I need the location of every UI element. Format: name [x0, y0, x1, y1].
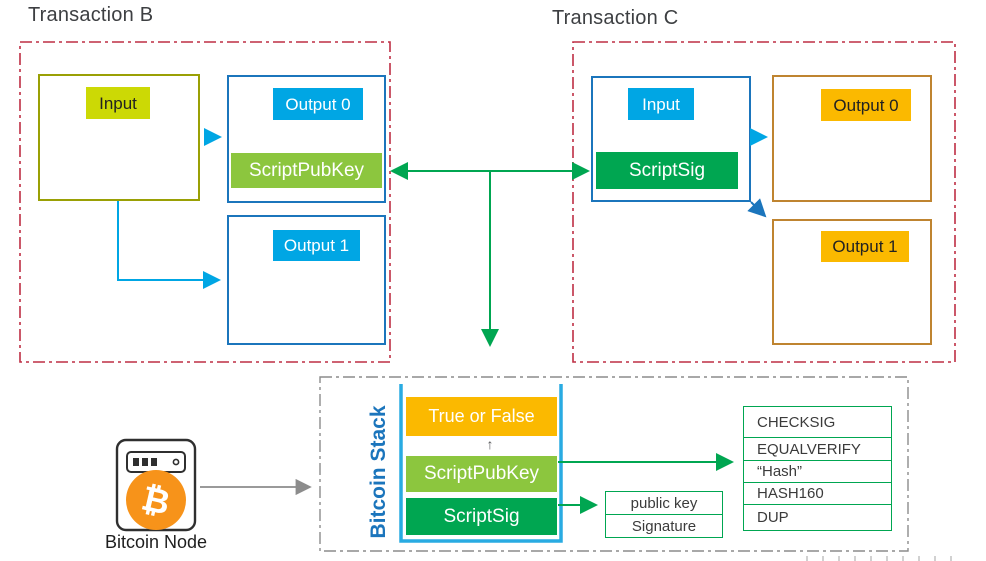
txc-output0-box [772, 75, 932, 202]
transaction-b-boundary [19, 41, 391, 363]
signature-cell: Signature [606, 514, 722, 537]
opcode-dup: DUP [744, 504, 891, 530]
public-key-cell: public key [630, 494, 698, 512]
txb-scriptpubkey-band: ScriptPubKey [231, 153, 382, 188]
watermark-remnant [806, 556, 956, 561]
scriptpubkey-opcode-table: CHECKSIG EQUALVERIFY “Hash” HASH160 DUP [743, 406, 892, 531]
txb-input-to-output1-arrow [117, 201, 221, 289]
bitcoin-coin [126, 470, 186, 530]
txb-output0-box [227, 75, 386, 203]
txc-output1-box [772, 219, 932, 345]
txc-output1-label: Output 1 [821, 231, 909, 262]
opcode-equalverify: EQUALVERIFY [744, 437, 891, 460]
stack-evaluation-boundary [319, 376, 909, 552]
txb-output1-box [227, 215, 386, 345]
scriptsig-data-table: public key Signature [605, 491, 723, 538]
bitcoin-node-label: Bitcoin Node [104, 532, 208, 552]
transaction-c-boundary [572, 41, 956, 363]
stack-scriptpubkey: ScriptPubKey [406, 456, 557, 492]
transaction-b-title: Transaction B [28, 4, 154, 26]
txb-input-label: Input [86, 87, 150, 119]
bitcoin-stack-title: Bitcoin Stack [367, 405, 390, 539]
txc-output0-label: Output 0 [821, 89, 911, 121]
bitcoin-node-icon: ₿ [115, 438, 197, 532]
opcode-checksig: CHECKSIG [757, 413, 836, 431]
stack-true-or-false: True or False [406, 397, 557, 436]
txc-input-to-output1-arrow [747, 198, 767, 218]
opcode-hash160: HASH160 [744, 482, 891, 504]
txb-output1-label: Output 1 [273, 230, 360, 261]
stack-scriptsig: ScriptSig [406, 498, 557, 535]
transaction-c-title: Transaction C [552, 7, 679, 29]
stack-push-up-arrow-icon: ↑ [486, 436, 494, 452]
opcode-hash: “Hash” [744, 460, 891, 482]
txb-input-box [38, 74, 200, 201]
txc-scriptsig-band: ScriptSig [596, 152, 738, 189]
txc-input-label: Input [628, 88, 694, 120]
txb-output0-label: Output 0 [273, 88, 363, 120]
